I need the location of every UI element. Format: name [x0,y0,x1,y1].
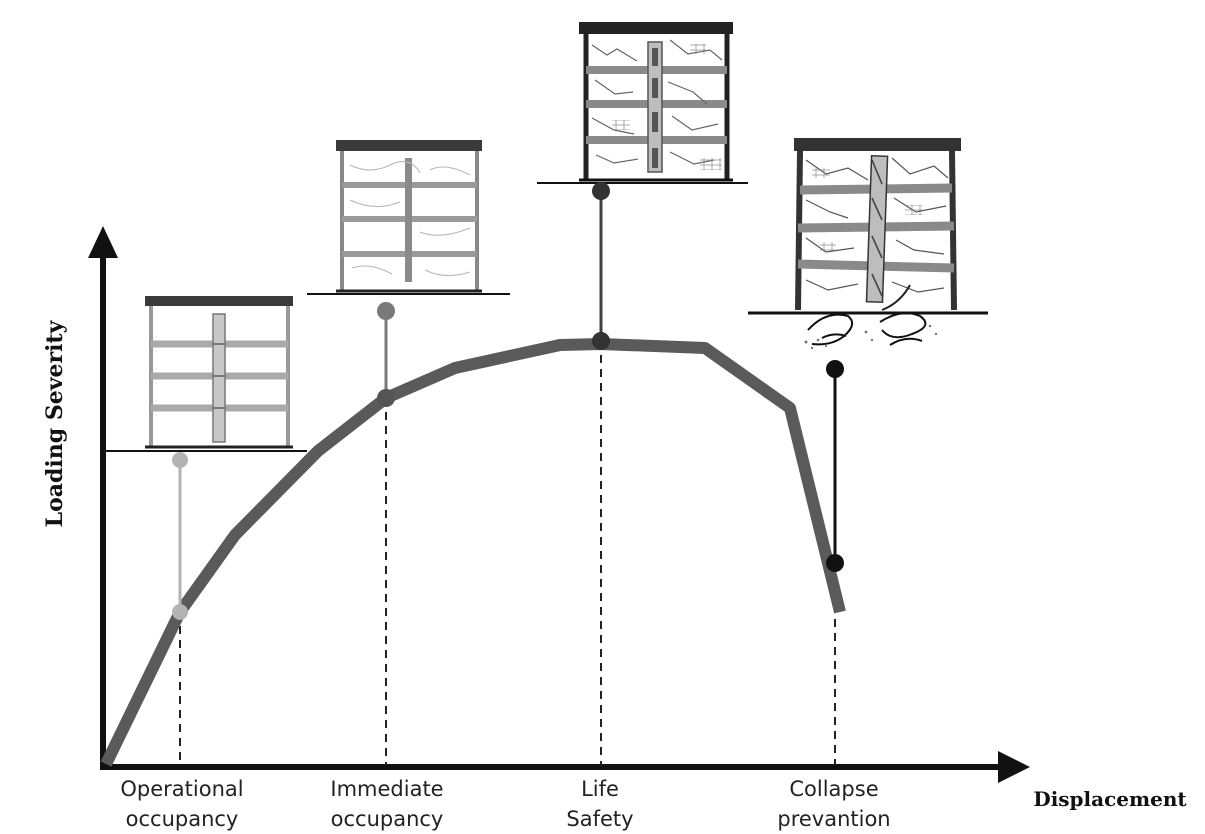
label-collapse-line1: Collapse [789,777,878,801]
marker-collapse-curve [826,554,844,572]
label-immediate-line1: Immediate [330,777,443,801]
performance-level-labels: Operational occupancy Immediate occupanc… [120,777,890,831]
marker-operational-top [172,452,188,468]
y-axis-label: Loading Severity [42,319,68,527]
marker-immediate-curve [377,389,395,407]
building-collapse-icon [748,138,988,350]
marker-life-safety-top [592,182,610,200]
axes [88,226,1030,783]
x-axis-arrowhead [998,751,1030,783]
label-operational-line1: Operational [120,777,243,801]
building-intact-icon [103,296,307,452]
label-life-safety-line1: Life [581,777,619,801]
capacity-curve [100,338,846,767]
level-stems [172,182,844,620]
building-moderate-damage-icon [537,22,748,184]
marker-life-safety-curve [592,332,610,350]
label-life-safety-line2: Safety [566,807,633,831]
debris-pile [807,312,927,346]
marker-collapse-top [826,360,844,378]
x-axis-label: Displacement [1033,787,1187,811]
y-axis-arrowhead [88,226,118,258]
label-immediate-line2: occupancy [331,807,444,831]
building-minor-damage-icon [307,140,510,295]
label-operational-line2: occupancy [126,807,239,831]
marker-immediate-top [377,302,395,320]
marker-operational-curve [172,604,188,620]
label-collapse-line2: prevantion [777,807,890,831]
